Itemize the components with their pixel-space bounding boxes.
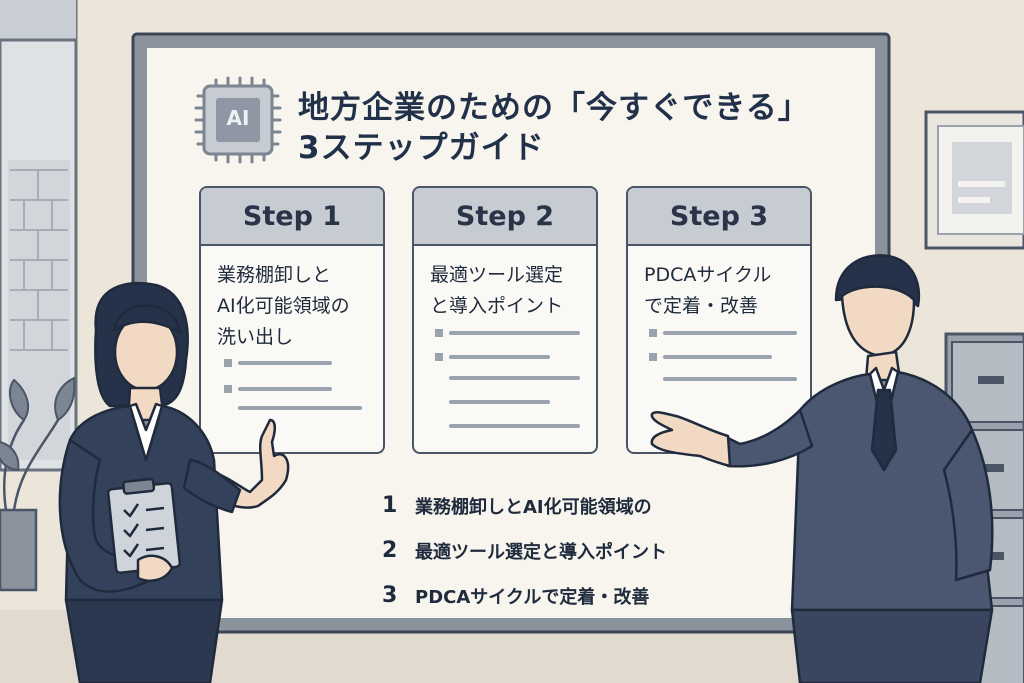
step-summary-list: 1 業務棚卸しとAI化可能領域の 2 最適ツール選定と導入ポイント 3 PDCA… [382,483,667,618]
step-card-header: Step 3 [628,188,810,246]
page-title-line2: 3ステップガイド [298,130,545,166]
step-card-1: Step 1 業務棚卸しと AI化可能領域の 洗い出し [199,186,385,454]
list-item-number: 2 [382,538,398,563]
step-card-line: 最適ツール選定 [430,264,564,286]
list-item: 3 PDCAサイクルで定着・改善 [382,573,667,618]
ai-chip-icon [194,76,282,164]
list-item-text: PDCAサイクルで定着・改善 [415,586,650,608]
list-item-number: 3 [382,583,398,608]
list-item-text: 業務棚卸しとAI化可能領域の [415,496,652,518]
step-card-line: と導入ポイント [430,295,564,317]
step-card-3: Step 3 PDCAサイクル で定着・改善 [626,186,812,454]
plant-icon [0,376,76,592]
list-item-number: 1 [382,493,398,518]
step-card-header: Step 2 [414,188,596,246]
step-card-line: 洗い出し [217,326,294,348]
list-item: 1 業務棚卸しとAI化可能領域の [382,483,667,528]
list-item: 2 最適ツール選定と導入ポイント [382,528,667,573]
step-card-line: AI化可能領域の [217,295,350,317]
step-card-line: 業務棚卸しと [217,264,332,286]
step-card-line: PDCAサイクル [644,264,772,286]
step-card-line: で定着・改善 [644,295,759,317]
wall-frame-icon [924,110,1024,250]
step-card-header: Step 1 [201,188,383,246]
step-card-2: Step 2 最適ツール選定 と導入ポイント [412,186,598,454]
page-title-line1: 地方企業のための「今すぐできる」 [298,90,810,126]
file-cabinet-icon [944,332,1024,683]
list-item-text: 最適ツール選定と導入ポイント [415,541,667,563]
ai-chip-label: AI [226,106,250,130]
